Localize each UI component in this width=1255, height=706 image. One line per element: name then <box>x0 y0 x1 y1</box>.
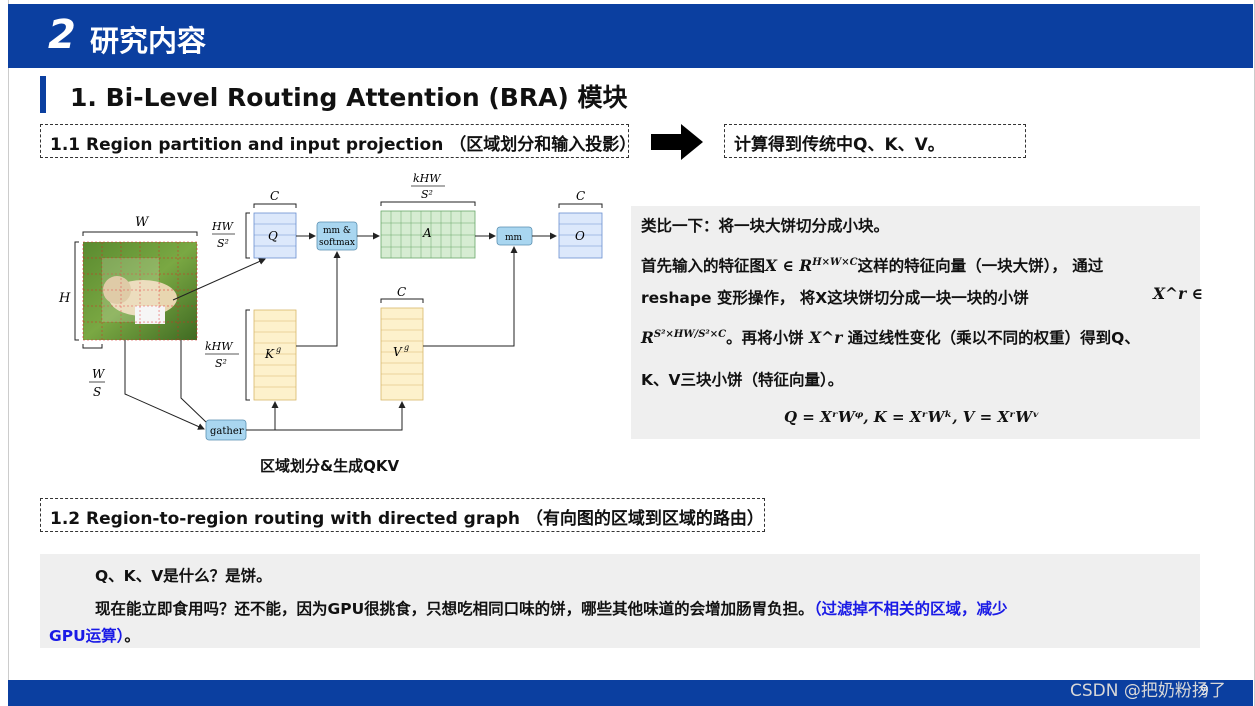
qa-line-2: 现在能立即食用吗？还不能，因为GPU很挑食，只想吃相同口味的饼，哪些其他味道的会… <box>95 597 1007 619</box>
label-HW: HW <box>211 220 235 233</box>
label-K: K <box>264 347 275 361</box>
formula-r-s2: RS²×HW/S²×C <box>641 328 727 347</box>
diagram-caption: 区域划分&生成QKV <box>260 457 400 475</box>
label-mm: mm <box>505 233 523 243</box>
a-block: A <box>380 210 476 259</box>
explain-line-2: 首先输入的特征图X ∈ RH×W×C这样的特征向量（一块大饼）， 通过 <box>641 254 1103 276</box>
label-kHW-left: kHW <box>205 340 234 353</box>
label-W: W <box>135 215 150 230</box>
label-kHW-top: kHW <box>413 172 442 185</box>
formula-xr: X^r <box>809 328 843 347</box>
label-Q: Q <box>268 229 278 243</box>
mm-op: mm <box>496 226 533 246</box>
qkv-result-box: 计算得到传统中Q、K、V。 <box>724 124 1026 158</box>
qa-line-3-highlight: GPU运算） <box>49 627 125 645</box>
section-title: 1. Bi-Level Routing Attention (BRA) 模块 <box>70 83 628 112</box>
label-gather: gather <box>210 426 244 437</box>
qa-line-2-text: 现在能立即食用吗？还不能，因为GPU很挑食，只想吃相同口味的饼，哪些其他味道的会… <box>95 600 814 618</box>
explain-line-4-text-b: 通过线性变化（乘以不同的权重）得到Q、 <box>847 329 1140 347</box>
explain-line-4-text-a: 。再将小饼 <box>726 329 804 347</box>
explain-line-3-text: reshape 变形操作， 将X这块饼切分成一块一块的小饼 <box>641 289 1029 307</box>
qa-box <box>40 554 1200 648</box>
label-S2c: S² <box>215 357 227 370</box>
label-O: O <box>575 229 585 243</box>
qa-line-3-end: 。 <box>124 627 140 645</box>
footer-bar <box>8 680 1253 706</box>
label-W-over: W <box>92 367 106 381</box>
mm-softmax-op: mm & softmax <box>316 221 358 251</box>
label-A: A <box>422 226 432 240</box>
label-H: H <box>58 291 71 306</box>
label-S-under: S <box>93 385 101 399</box>
subsection-1-title: 1.1 Region partition and input projectio… <box>40 124 636 158</box>
label-V-sup: g <box>404 343 409 352</box>
explain-line-5: K、V三块小饼（特征向量）。 <box>641 371 844 389</box>
explain-line-2-text-b: 这样的特征向量（一块大饼）， 通过 <box>857 257 1104 275</box>
label-S2a: S² <box>217 237 229 250</box>
label-S2b: S² <box>421 188 433 201</box>
label-C3: C <box>576 189 585 203</box>
vg-block: V g <box>380 307 424 401</box>
section-accent-bar <box>40 76 46 113</box>
label-K-sup: g <box>276 345 281 354</box>
label-mm-amp: mm & <box>323 226 351 236</box>
label-V: V <box>393 345 403 359</box>
explain-line-1: 类比一下：将一块大饼切分成小块。 <box>641 217 890 235</box>
q-block: Q <box>253 212 297 259</box>
label-softmax: softmax <box>319 238 355 248</box>
page-number: 9 <box>1200 683 1209 699</box>
explain-line-4: RS²×HW/S²×C。再将小饼 X^r 通过线性变化（乘以不同的权重）得到Q、 <box>641 326 1140 348</box>
explain-line-3: reshape 变形操作， 将X这块饼切分成一块一块的小饼 <box>641 286 1029 308</box>
formula-x-in-r-hwc: X ∈ RH×W×C <box>765 256 858 275</box>
formula-xr-in: X^r ∈ <box>1153 284 1204 303</box>
subsection-2-title: 1.2 Region-to-region routing with direct… <box>40 498 765 532</box>
qa-line-2-highlight: （过滤掉不相关的区域，减少 <box>813 600 1008 618</box>
formula-qkv: Q = XʳWᵠ, K = XʳWᵏ, V = XʳWᵛ <box>784 408 1040 426</box>
explanation-box <box>631 206 1200 439</box>
kg-block: K g <box>253 309 297 401</box>
right-arrow-icon <box>651 124 703 160</box>
dog-image <box>82 241 198 341</box>
o-block: O <box>558 212 603 259</box>
bra-diagram: W H W S Q C HW S² mm & softmax A kHW <box>58 172 603 441</box>
label-C2: C <box>397 285 406 299</box>
explain-line-2-text-a: 首先输入的特征图 <box>641 257 766 275</box>
gather-op: gather <box>205 419 247 441</box>
watermark: CSDN @把奶粉扬了 <box>1070 681 1226 701</box>
qa-line-1: Q、K、V是什么？是饼。 <box>95 567 272 585</box>
header-title: 研究内容 <box>90 24 207 58</box>
header-bar: 2 研究内容 <box>8 4 1253 68</box>
qa-line-3: GPU运算）。 <box>49 624 140 646</box>
section-number: 2 <box>48 12 76 58</box>
label-C1: C <box>270 189 279 203</box>
